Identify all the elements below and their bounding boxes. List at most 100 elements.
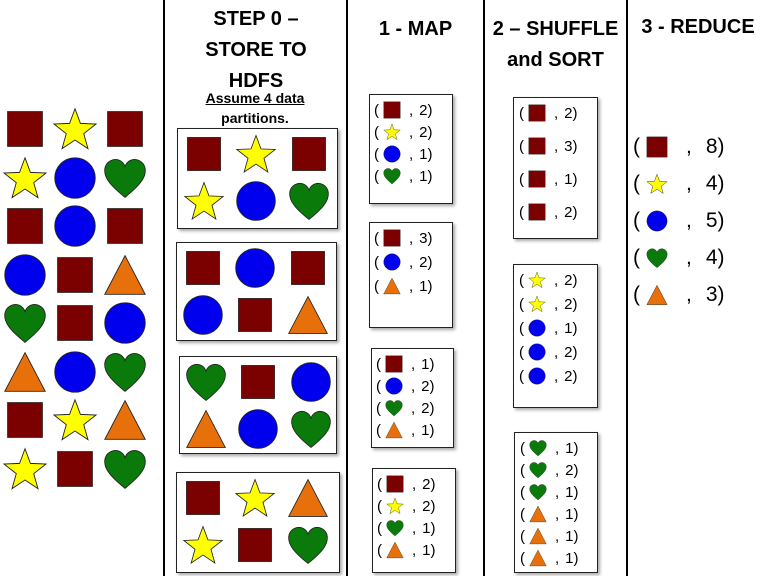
open-paren: ( xyxy=(519,367,524,385)
comma: , xyxy=(409,229,414,247)
star-icon xyxy=(235,133,277,175)
count-value: 2 xyxy=(421,399,430,417)
star-icon xyxy=(2,155,48,201)
count-value: 2 xyxy=(422,475,431,493)
key-value-pair: (,2 ) xyxy=(519,203,578,221)
heart-icon xyxy=(385,399,403,417)
open-paren: ( xyxy=(374,101,379,119)
square-icon xyxy=(528,203,546,221)
close-paren: ) xyxy=(427,253,433,271)
comma: , xyxy=(412,497,417,515)
count-value: 1 xyxy=(564,170,573,188)
close-paren: ) xyxy=(572,170,578,188)
comma: , xyxy=(411,355,416,373)
open-paren: ( xyxy=(374,229,379,247)
close-paren: ) xyxy=(572,343,578,361)
heart-icon xyxy=(185,361,227,403)
key-value-pair: (,1 ) xyxy=(520,505,579,523)
close-paren: ) xyxy=(572,367,578,385)
open-paren: ( xyxy=(374,145,379,163)
circle-icon xyxy=(53,156,97,200)
open-paren: ( xyxy=(374,167,379,185)
partition-note-line1: Assume 4 data xyxy=(205,90,305,106)
star-icon xyxy=(2,446,48,492)
triangle-icon xyxy=(103,253,147,297)
key-value-pair: (,3 ) xyxy=(633,283,725,307)
comma: , xyxy=(409,167,414,185)
heart-icon xyxy=(386,519,404,537)
count-value: 8 xyxy=(705,135,718,158)
open-paren: ( xyxy=(377,475,382,493)
triangle-icon xyxy=(646,284,668,306)
open-paren: ( xyxy=(519,343,524,361)
key-value-pair: (,1 ) xyxy=(520,439,579,457)
close-paren: ) xyxy=(430,497,436,515)
heart-icon xyxy=(287,524,329,566)
comma: , xyxy=(554,367,559,385)
star-icon xyxy=(52,106,98,152)
heart-icon xyxy=(103,350,147,394)
count-value: 2 xyxy=(564,295,573,313)
square-icon xyxy=(385,355,403,373)
key-value-pair: (,2 ) xyxy=(520,461,579,479)
key-value-pair: (,2 ) xyxy=(377,475,436,493)
count-value: 2 xyxy=(422,497,431,515)
key-value-pair: (,1 ) xyxy=(376,421,435,439)
heart-icon xyxy=(383,167,401,185)
square-icon xyxy=(56,304,94,342)
star-icon xyxy=(52,397,98,443)
circle-icon xyxy=(385,377,403,395)
count-value: 3 xyxy=(564,137,573,155)
count-value: 1 xyxy=(564,319,573,337)
count-value: 2 xyxy=(564,367,573,385)
star-icon xyxy=(234,477,276,519)
shuffle-group-box: (,2 )(,2 )(,1 )(,2 )(,2 ) xyxy=(513,264,598,408)
circle-icon xyxy=(182,294,224,336)
open-paren: ( xyxy=(633,283,640,306)
hdfs-partition xyxy=(176,242,337,341)
square-icon xyxy=(646,136,668,158)
step0-title-line2: STORE TO xyxy=(205,39,307,61)
circle-icon xyxy=(53,350,97,394)
open-paren: ( xyxy=(633,209,640,232)
key-value-pair: (,2 ) xyxy=(519,104,578,122)
triangle-icon xyxy=(383,277,401,295)
open-paren: ( xyxy=(519,203,524,221)
key-value-pair: (,2 ) xyxy=(374,101,433,119)
close-paren: ) xyxy=(427,145,433,163)
comma: , xyxy=(409,101,414,119)
map-output-box: (,2 )(,2 )(,1 )(,1 ) xyxy=(369,94,453,204)
triangle-icon xyxy=(529,505,547,523)
shuffle-group-box: (,2 )(,3 )(,1 )(,2 ) xyxy=(513,97,598,239)
key-value-pair: (,1 ) xyxy=(374,277,433,295)
close-paren: ) xyxy=(572,203,578,221)
heart-icon xyxy=(3,301,47,345)
count-value: 1 xyxy=(422,519,431,537)
close-paren: ) xyxy=(573,549,579,567)
count-value: 2 xyxy=(565,461,574,479)
map-title: 1 - MAP xyxy=(378,18,453,40)
square-icon xyxy=(185,480,221,516)
count-value: 2 xyxy=(564,271,573,289)
comma: , xyxy=(555,527,560,545)
square-icon xyxy=(186,136,222,172)
open-paren: ( xyxy=(520,527,525,545)
hdfs-partition xyxy=(177,128,338,229)
count-value: 1 xyxy=(565,483,574,501)
square-icon xyxy=(291,136,327,172)
count-value: 2 xyxy=(564,343,573,361)
circle-icon xyxy=(53,204,97,248)
close-paren: ) xyxy=(427,229,433,247)
comma: , xyxy=(555,439,560,457)
star-icon xyxy=(383,123,401,141)
heart-icon xyxy=(103,156,147,200)
comma: , xyxy=(409,123,414,141)
count-value: 2 xyxy=(421,377,430,395)
key-value-pair: (,2 ) xyxy=(374,123,433,141)
square-icon xyxy=(6,110,44,148)
key-value-pair: (,4 ) xyxy=(633,172,725,196)
column-divider xyxy=(163,0,165,576)
column-divider xyxy=(346,0,348,576)
key-value-pair: (,3 ) xyxy=(374,229,433,247)
open-paren: ( xyxy=(519,104,524,122)
